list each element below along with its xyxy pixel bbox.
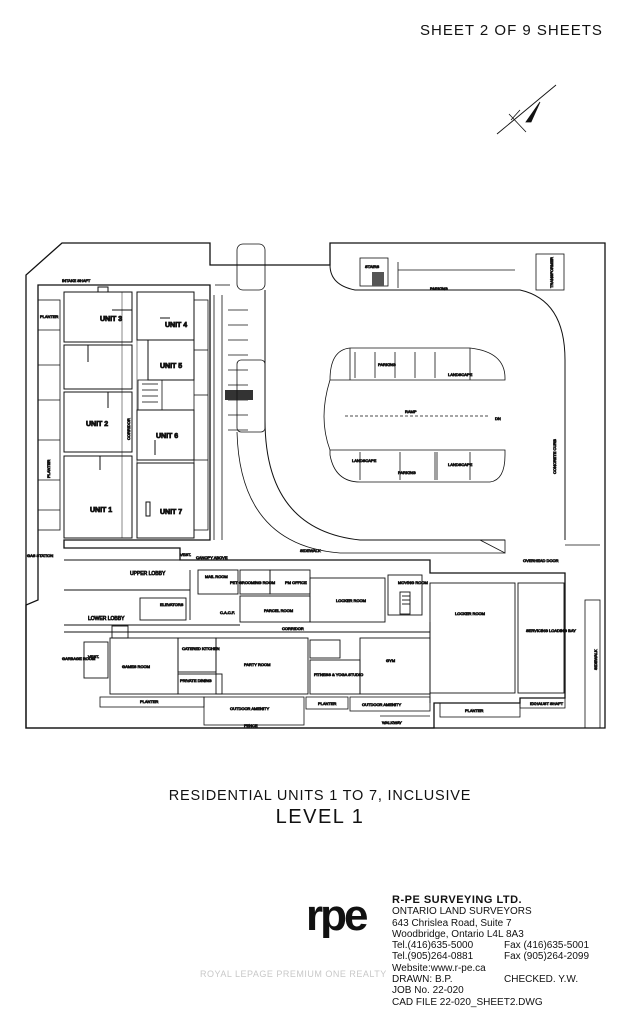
unit-1-label: UNIT 1 (90, 507, 112, 514)
vestibule-2-label: VEST. (88, 654, 99, 659)
plan-caption-level: LEVEL 1 (275, 806, 365, 828)
gym-label: GYM (386, 658, 395, 663)
firm-fax1: Fax (416)635-5001 (504, 940, 590, 952)
games-room-label: GAMES ROOM (122, 664, 150, 669)
outdoor-amenity-label: OUTDOOR AMENITY (230, 706, 269, 711)
canopy-label: CANOPY ABOVE (196, 555, 228, 560)
unit-6-label: UNIT 6 (156, 433, 178, 440)
corridor-vertical-label: CORRIDOR (126, 418, 131, 440)
moving-room-label: MOVING ROOM (398, 580, 428, 585)
parcel-room-label: PARCEL ROOM (264, 608, 293, 613)
site-boundary (25, 242, 606, 729)
rpe-logo: rpe (306, 896, 370, 938)
gas-station-label: GAS STATION (27, 553, 53, 558)
landscape-label-1: LANDSCAPE (448, 372, 473, 377)
building-outline (25, 284, 566, 729)
stairs-label: STAIRS (365, 264, 379, 269)
corridor-label: CORRIDOR (282, 626, 304, 631)
watermark: ROYAL LEPAGE PREMIUM ONE REALTY (200, 969, 387, 979)
fence-label: FENCE (244, 723, 258, 728)
walkway-label: WALKWAY (382, 720, 402, 725)
private-dining-label: PRIVATE DINING (180, 678, 212, 683)
transformer-label: TRANSFORMER (549, 257, 554, 288)
pet-grooming-label: PET GROOMING ROOM (230, 580, 275, 585)
garbage-room-label: GARBAGE ROOM (62, 656, 95, 661)
planter-bottom-label: PLANTER (140, 699, 159, 704)
unit-5-label: UNIT 5 (160, 363, 182, 370)
pm-office-label: PM OFFICE (285, 580, 307, 585)
ramp-label: RAMP (405, 409, 417, 414)
party-room-label: PARTY ROOM (244, 662, 270, 667)
unit-4-label: UNIT 4 (165, 322, 187, 329)
dn-label: DN (495, 416, 501, 421)
plan-caption-units: RESIDENTIAL UNITS 1 TO 7, INCLUSIVE (168, 788, 472, 804)
planter-label: PLANTER (40, 314, 59, 319)
checked-by: CHECKED. Y.W. (504, 974, 579, 986)
exhaust-shaft-label: EXHAUST SHAFT (530, 701, 564, 706)
intake-shaft-label: INTAKE SHAFT (62, 278, 91, 283)
planter-vertical-label: PLANTER (46, 459, 51, 478)
drawn-by: DRAWN: B.P. (392, 974, 453, 986)
elevators-label: ELEVATORS (160, 602, 184, 607)
landscape-label-3: LANDSCAPE (448, 462, 473, 467)
firm-name: R-PE SURVEYING LTD. (392, 894, 523, 906)
mail-room-label: MAIL ROOM (205, 574, 228, 579)
drive-aisle (264, 290, 505, 541)
unit-2-label: UNIT 2 (86, 421, 108, 428)
upper-lobby-label: UPPER LOBBY (130, 571, 166, 577)
overhead-door-label: OVERHEAD DOOR (523, 558, 559, 563)
amenity-walls (64, 559, 565, 703)
landscape-label-2: LANDSCAPE (352, 458, 377, 463)
units-west (63, 286, 133, 539)
unit-7-label: UNIT 7 (160, 509, 182, 516)
firm-website: Website:www.r-pe.ca (392, 962, 486, 974)
vestibule-label: VEST. (180, 552, 191, 557)
unit-3-label: UNIT 3 (100, 316, 122, 323)
parking-label-1: PARKING (378, 362, 396, 367)
sidewalk-label: SIDEWALK (300, 548, 321, 553)
firm-tel1: Tel.(416)635-5000 (392, 940, 474, 952)
sheet-number-label: SHEET 2 OF 9 SHEETS (420, 22, 603, 39)
parking-label-2: PARKING (430, 286, 448, 291)
firm-address-line2: Woodbridge, Ontario L4L 8A3 (392, 928, 524, 940)
concrete-curb-label: CONCRETE CURB (552, 439, 557, 474)
fitness-yoga-label: FITNESS & YOGA STUDIO (314, 672, 363, 677)
parking-island (329, 347, 506, 381)
catered-kitchen-label: CATERED KITCHEN (182, 646, 220, 651)
planter-bottom-2-label: PLANTER (465, 708, 484, 713)
parking-label-3: PARKING (398, 470, 416, 475)
sidewalk-right-label: SIDEWALK (593, 649, 598, 670)
lower-lobby-label: LOWER LOBBY (88, 616, 125, 622)
surveyor-title-block: R-PE SURVEYING LTD. ONTARIO LAND SURVEYO… (392, 894, 589, 1008)
rpe-logo-text: rpe (306, 896, 367, 938)
firm-tel2: Tel.(905)264-0881 (392, 951, 474, 963)
outdoor-amenity-2-label: OUTDOOR AMENITY (362, 702, 401, 707)
planter-bottom-3-label: PLANTER (318, 701, 337, 706)
cacf-label: C.A.C.F. (220, 610, 235, 615)
locker-room-label: LOCKER ROOM (336, 598, 366, 603)
firm-address-line1: 643 Chrislea Road, Suite 7 (392, 917, 512, 929)
firm-fax2: Fax (905)264-2099 (504, 951, 590, 963)
locker-room-2-label: LOCKER ROOM (455, 611, 485, 616)
job-number: JOB No. 22-020 (392, 985, 464, 997)
loading-bay-label: SERVICING LOADING BAY (526, 628, 576, 633)
cad-file: CAD FILE 22-020_SHEET2.DWG (392, 996, 543, 1008)
firm-subtitle: ONTARIO LAND SURVEYORS (392, 906, 532, 918)
north-arrow-icon (496, 84, 557, 135)
floor-plan-drawing: UNIT 3 UNIT 4 UNIT 5 UNIT 2 UNIT 6 UNIT … (25, 84, 606, 729)
